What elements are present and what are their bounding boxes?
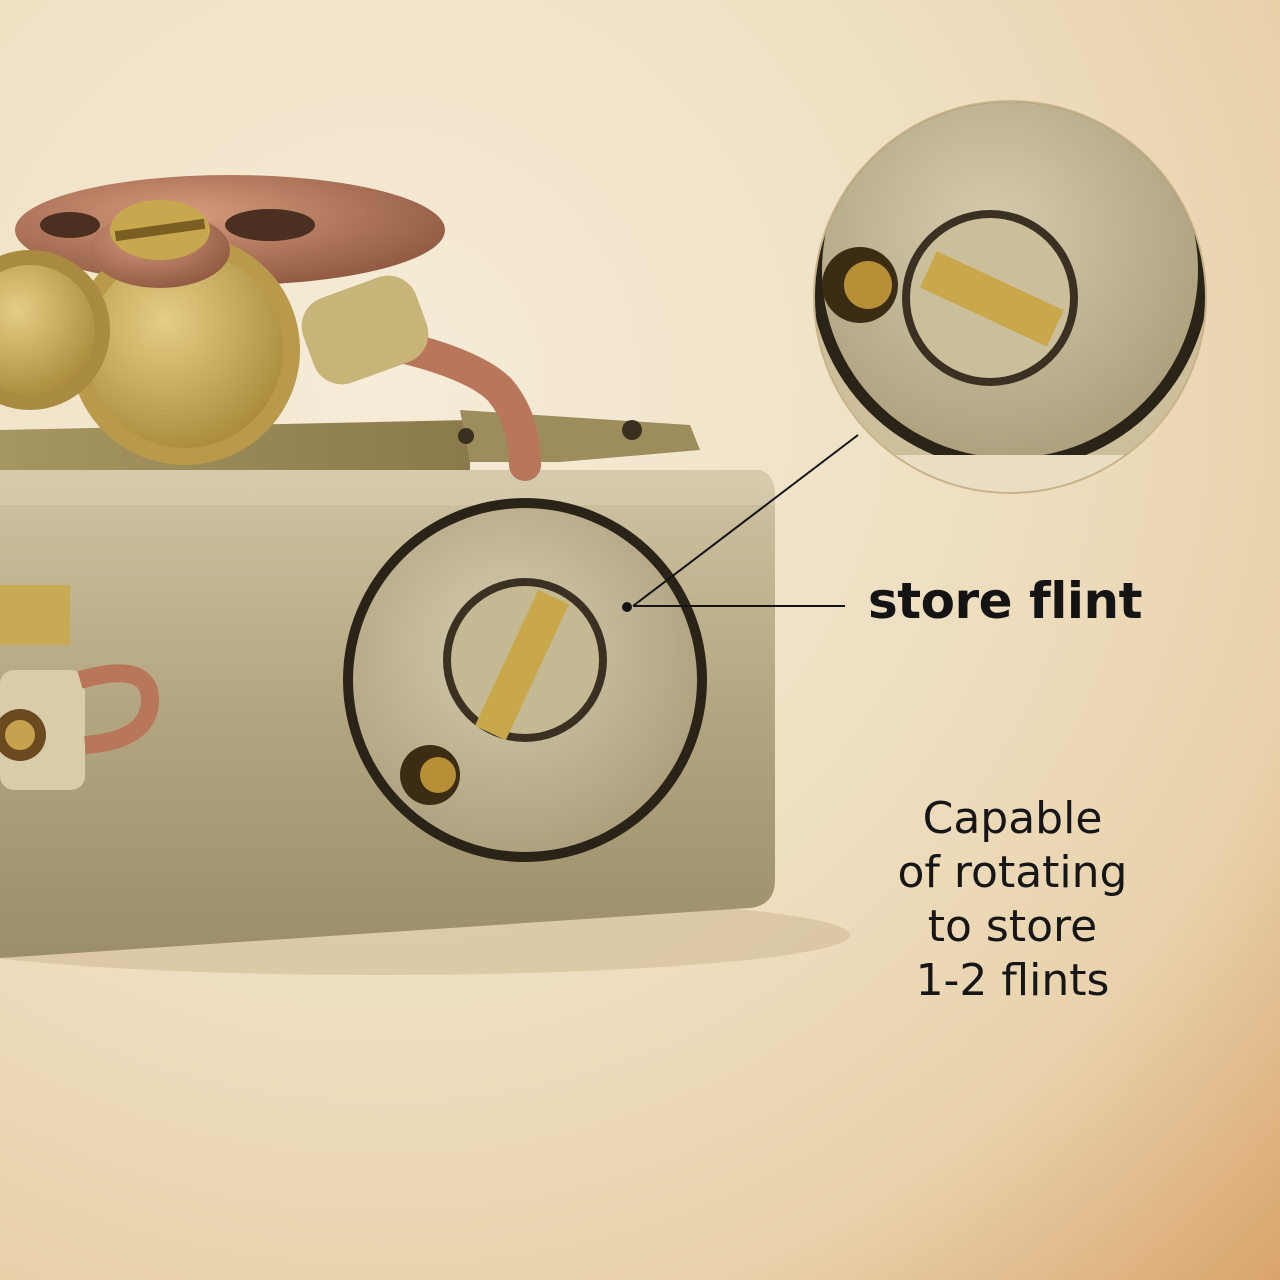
callout-anchor-dot	[622, 602, 632, 612]
description-line: 1-2 flints	[915, 955, 1110, 1006]
description-line: of rotating	[897, 847, 1128, 898]
description-line: Capable	[922, 793, 1103, 844]
store-flint-label: store flint	[868, 572, 1143, 630]
rotation-description: Capable of rotating to store 1-2 flints	[870, 792, 1155, 1008]
zoom-inset	[813, 100, 1207, 494]
description-line: to store	[927, 901, 1098, 952]
flint-disc	[343, 498, 707, 862]
gear-mechanism	[0, 175, 541, 481]
leader-line-inset	[632, 434, 859, 607]
